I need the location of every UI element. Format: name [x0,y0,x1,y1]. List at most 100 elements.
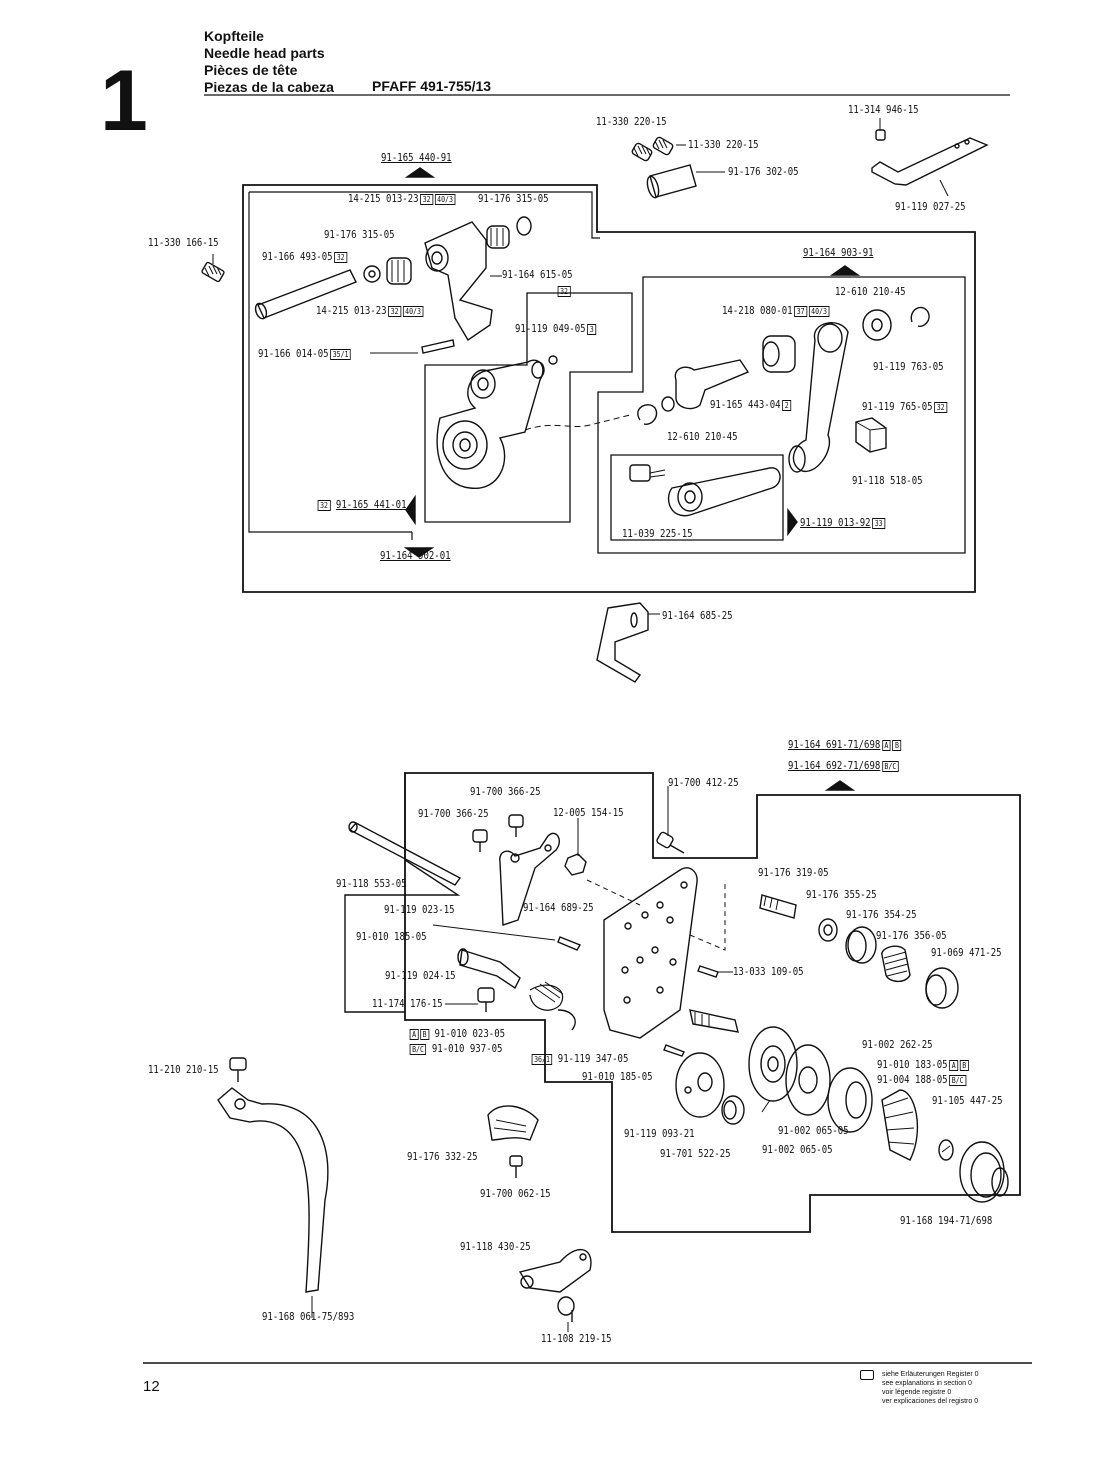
screw-366-25-a [508,814,524,837]
spring-447-25 [881,1089,918,1161]
clip-332-25 [487,1105,539,1141]
label-91-118-430-25: 91-118 430-25 [460,1240,531,1253]
footnote-fr: voir légende registre 0 [882,1389,952,1396]
shaft-493-05 [254,257,412,320]
label-91-119-024-15: 91-119 024-15 [385,969,456,982]
label-91-165-441-01: 32 91-165 441-01 [316,498,406,511]
screw-319-05 [759,894,797,919]
footnote-en: see explanations in section 0 [882,1380,972,1387]
set-screw-166-15 [201,261,225,283]
label-91-176-356-05: 91-176 356-05 [876,929,947,942]
label-91-700-366-25-a: 91-700 366-25 [470,785,541,798]
label-11-210-210-15: 11-210 210-15 [148,1063,219,1076]
label-11-039-225-15: 11-039 225-15 [622,527,693,540]
label-91-701-522-25: 91-701 522-25 [660,1147,731,1160]
label-91-165-440-91: 91-165 440-91 [381,151,452,164]
label-12-005-154-15: 12-005 154-15 [553,806,624,819]
title-block: Kopfteile Needle head parts Pièces de tê… [204,28,334,96]
label-91-010-185-05-b: 91-010 185-05 [582,1070,653,1083]
title-en: Needle head parts [204,45,325,61]
pin-109-05 [697,965,719,978]
release-262-25 [827,1067,873,1133]
label-91-176-355-25: 91-176 355-25 [806,888,877,901]
sleeve-part [646,164,697,199]
stud-347-05 [689,1009,739,1033]
label-91-119-763-05: 91-119 763-05 [873,360,944,373]
title-es: Piezas de la cabeza [204,79,334,95]
label-91-168-194-71-698: 91-168 194-71/698 [900,1214,993,1227]
tension-disc-065-05-a [748,1026,798,1102]
marker-triangle-440 [404,167,436,178]
page-number: 12 [143,1378,160,1395]
label-11-330-220-15-b: 11-330 220-15 [688,138,759,151]
marker-triangle-691 [824,780,856,791]
label-91-164-903-91: 91-164 903-91 [803,246,874,259]
label-91-700-366-25-b: 91-700 366-25 [418,807,489,820]
retaining-ring-b [637,404,658,425]
cam-354-25 [845,926,877,964]
screw-062-15 [509,1155,523,1178]
label-91-002-065-05-b: 91-002 065-05 [762,1143,833,1156]
inner-outline-b [248,192,412,533]
thread-guard-061-75 [217,1057,329,1293]
nut-188-05 [938,1139,954,1161]
label-91-069-471-25: 91-069 471-25 [931,946,1002,959]
label-91-119-093-21: 91-119 093-21 [624,1127,695,1140]
label-91-010-185-05-a: 91-010 185-05 [356,930,427,943]
label-91-176-302-05: 91-176 302-05 [728,165,799,178]
marker-triangle-903 [829,265,861,276]
plate-023-15 [499,832,560,926]
lever-615-05 [424,216,532,341]
label-11-330-166-15: 11-330 166-15 [148,236,219,249]
bracket-685-25 [596,602,649,683]
main-plate-689-25 [603,867,698,1039]
marker-triangle-441 [405,494,416,526]
bottom-assembly-outline [404,772,1021,1233]
tension-disc-065-05-b [785,1044,831,1116]
retaining-ring-a [910,306,930,327]
screw-219-15 [557,1296,575,1322]
connecting-rod-765-05 [788,322,849,473]
knob-522-25 [721,1095,745,1125]
label-91-176-354-25: 91-176 354-25 [846,908,917,921]
screw-039-225 [629,464,666,482]
washer-355-25 [818,918,838,942]
label-91-164-689-25: 91-164 689-25 [523,901,594,914]
washer-763-05 [862,309,892,341]
label-91-700-412-25: 91-700 412-25 [668,776,739,789]
nut-154-15 [564,853,587,876]
spring-part-a [631,142,653,162]
footnote-es: ver explicaciones del registro 0 [882,1398,979,1405]
eccentric-013-92 [667,467,781,517]
section-number: 1 [100,53,148,149]
screw-366-25-b [472,829,488,852]
label-91-176-332-25: 91-176 332-25 [407,1150,478,1163]
label-91-119-027-25: 91-119 027-25 [895,200,966,213]
label-11-108-219-15: 11-108 219-15 [541,1332,612,1345]
spring-part-b [652,136,674,156]
label-91-002-262-25: 91-002 262-25 [862,1038,933,1051]
label-91-164-902-01: 91-164 902-01 [380,549,451,562]
label-13-033-109-05: 13-033 109-05 [733,965,804,978]
label-91-119-347-05: 36/1 91-119 347-05 [530,1052,628,1065]
crank-441-01 [436,359,545,489]
knob-471-25 [925,967,959,1009]
screw-412-25 [656,831,685,854]
pin-185-05-a [557,936,582,951]
footnote: siehe Erläuterungen Register 0 see expla… [882,1370,979,1406]
label-12-610-210-45-a: 12-610 210-45 [835,285,906,298]
tag-32-615: 32 [556,284,571,297]
shaft-024-15 [457,948,521,990]
block-518-05 [855,417,887,453]
